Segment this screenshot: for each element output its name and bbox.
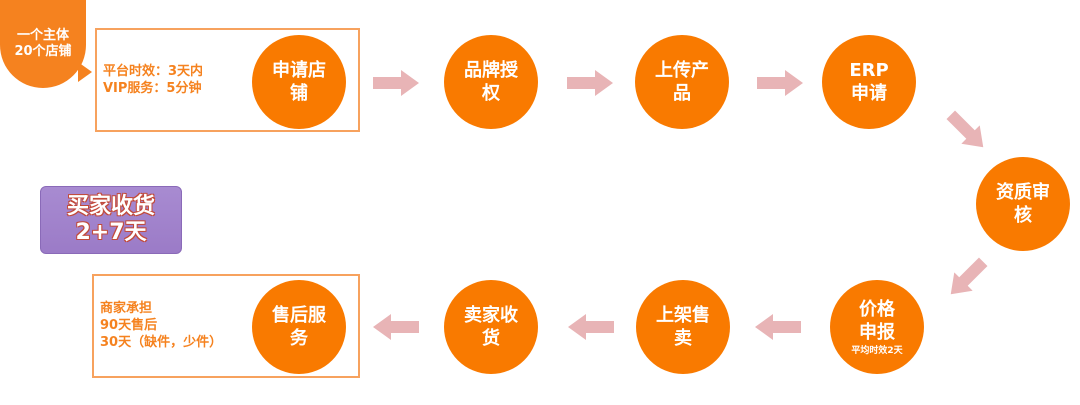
flow-arrow-left xyxy=(568,314,614,340)
after-sales-frame xyxy=(92,274,360,378)
step-label-line-1: 卖家收 xyxy=(464,305,518,326)
after-sales-note: 商家承担 90天售后 30天（缺件，少件） xyxy=(100,300,222,351)
step-upload-products: 上传产 品 xyxy=(635,35,729,129)
after-sales-note-line-2: 90天售后 xyxy=(100,318,158,333)
step-label-line-2: 核 xyxy=(1014,205,1032,226)
step-erp-application: ERP 申请 xyxy=(822,35,916,129)
step-brand-authorization: 品牌授 权 xyxy=(444,35,538,129)
step-label-line-2: 申报 xyxy=(859,321,895,343)
flow-arrow-left xyxy=(755,314,801,340)
flow-arrow-left xyxy=(373,314,419,340)
step-timing-note: 平均时效2天 xyxy=(851,345,903,356)
badge-line-2: 2+7天 xyxy=(75,220,147,245)
flow-arrow-right xyxy=(757,70,803,96)
step-label-line-2: 务 xyxy=(290,328,308,349)
flow-arrow-right xyxy=(567,70,613,96)
step-label-line-2: 货 xyxy=(482,328,500,349)
step-label-line-1: 品牌授 xyxy=(464,60,518,81)
step-label-line-2: 申请 xyxy=(851,83,887,104)
step-list-for-sale: 上架售 卖 xyxy=(636,280,730,374)
step-label-line-2: 卖 xyxy=(674,328,692,349)
shop-application-frame xyxy=(95,28,360,132)
timing-note-line-1: 平台时效：3天内 xyxy=(103,64,204,79)
timing-note-line-2: VIP服务：5分钟 xyxy=(103,81,202,96)
step-price-declaration: 价格 申报 平均时效2天 xyxy=(830,280,924,374)
after-sales-note-line-3: 30天（缺件，少件） xyxy=(100,335,223,350)
callout-line-2: 20个店铺 xyxy=(14,44,72,59)
step-label-line-1: ERP xyxy=(849,60,889,81)
step-label-line-1: 价格 xyxy=(859,298,895,320)
step-after-sales-service: 售后服 务 xyxy=(252,280,346,374)
buyer-receipt-badge: 买家收货 2+7天 xyxy=(40,186,182,254)
entity-callout: 一个主体 20个店铺 xyxy=(0,0,86,88)
callout-tail xyxy=(78,62,92,82)
flow-arrow-down-right xyxy=(942,106,993,157)
callout-line-1: 一个主体 xyxy=(16,28,69,43)
step-label-line-2: 铺 xyxy=(290,83,308,104)
step-label-line-2: 品 xyxy=(673,83,691,104)
flow-arrow-right xyxy=(373,70,419,96)
flow-arrow-down-left xyxy=(942,253,993,304)
step-label-line-1: 上架售 xyxy=(656,305,710,326)
badge-line-1: 买家收货 xyxy=(66,194,155,219)
step-apply-shop: 申请店 铺 xyxy=(252,35,346,129)
after-sales-note-line-1: 商家承担 xyxy=(100,301,153,316)
step-label-line-1: 申请店 xyxy=(272,60,326,81)
step-label-line-1: 资质审 xyxy=(996,182,1050,203)
step-label-line-2: 权 xyxy=(482,83,500,104)
step-label-line-1: 上传产 xyxy=(655,60,709,81)
step-qualification-review: 资质审 核 xyxy=(976,157,1070,251)
step-seller-receives-goods: 卖家收 货 xyxy=(444,280,538,374)
timing-note: 平台时效：3天内 VIP服务：5分钟 xyxy=(103,63,203,97)
step-label-line-1: 售后服 xyxy=(272,305,326,326)
